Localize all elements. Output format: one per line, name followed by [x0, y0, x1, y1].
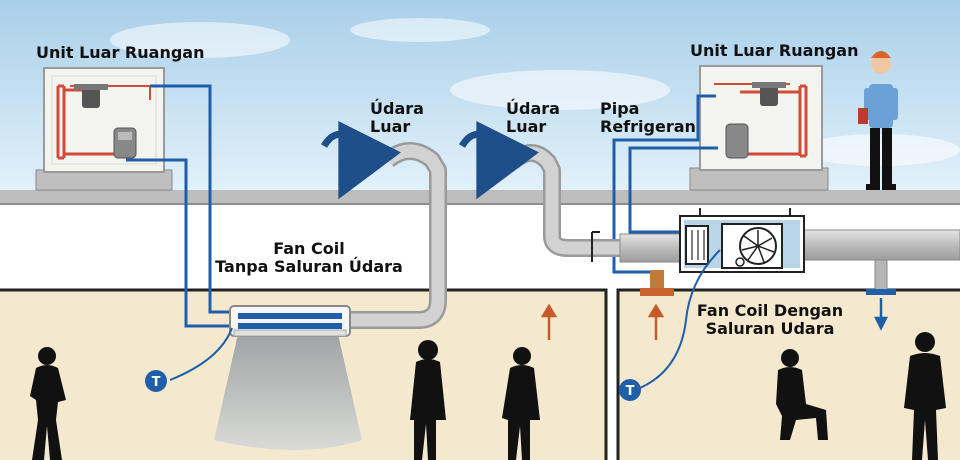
- person-silhouette-center-left: [410, 340, 446, 460]
- roof-strip: [0, 190, 960, 204]
- outside-air-left-line2: Luar: [370, 116, 411, 136]
- return-duct-segment: [619, 233, 683, 263]
- technician-figure: [858, 51, 898, 190]
- outside-air-arrow-right: [458, 121, 539, 200]
- room-right-outline: [616, 288, 960, 460]
- ductless-line1: Fan Coil: [273, 239, 345, 258]
- person-silhouette-center-right: [502, 347, 540, 460]
- outside-air-left-line1: Údara: [370, 99, 424, 118]
- refrigerant-pipes-right: [612, 94, 718, 274]
- thermostat-right-letter: T: [626, 384, 635, 399]
- roof-strip-edge: [0, 203, 960, 205]
- ducted-fan-coil-label: Fan Coil Dengan Saluran Udara: [690, 302, 850, 338]
- outdoor-unit-right: [689, 65, 829, 191]
- thermostat-wire-left: [169, 327, 233, 381]
- person-silhouette-standing-right: [904, 332, 946, 460]
- thermostat-wire-right: [639, 249, 721, 389]
- outside-air-left-label: Údara Luar: [370, 100, 424, 136]
- person-silhouette-seated: [776, 349, 828, 440]
- thermostat-right: T: [619, 379, 641, 401]
- supply-duct: [799, 229, 960, 261]
- supply-air-arrow: [873, 298, 889, 331]
- warm-air-arrow-right: [647, 303, 665, 340]
- outdoor-unit-left: [35, 67, 173, 191]
- refrigerant-pipe-line2: Refrigeran: [600, 116, 696, 136]
- outside-air-right-label: Údara Luar: [506, 100, 560, 136]
- ducted-fan-coil-unit: [640, 208, 805, 296]
- outside-air-arrow-left: [320, 121, 401, 200]
- person-silhouette-left: [30, 347, 66, 460]
- diffuser-drop: [874, 259, 888, 291]
- room-left-outline: [0, 288, 608, 460]
- ductless-line2: Tanpa Saluran Údara: [215, 256, 403, 276]
- refrigerant-pipe-label: Pipa Refrigeran: [600, 100, 696, 136]
- outdoor-unit-right-label: Unit Luar Ruangan: [690, 41, 859, 60]
- thermostat-left: T: [145, 370, 167, 392]
- duct-left: [350, 142, 447, 329]
- thermostat-left-letter: T: [152, 375, 161, 390]
- ducted-line1: Fan Coil Dengan: [696, 301, 844, 320]
- warm-air-arrow-left: [540, 303, 558, 340]
- diffuser-grille: [866, 289, 896, 295]
- ducted-line2: Saluran Udara: [705, 318, 835, 338]
- ductless-fan-coil-unit: [214, 305, 362, 450]
- outside-air-right-line2: Luar: [506, 116, 547, 136]
- outdoor-unit-left-label: Unit Luar Ruangan: [36, 43, 205, 62]
- refrigerant-pipes-left: [126, 84, 232, 328]
- outside-air-right-line1: Údara: [506, 99, 560, 118]
- ductless-fan-coil-label: Fan Coil Tanpa Saluran Údara: [214, 240, 404, 276]
- refrigerant-pipe-line1: Pipa: [600, 99, 640, 118]
